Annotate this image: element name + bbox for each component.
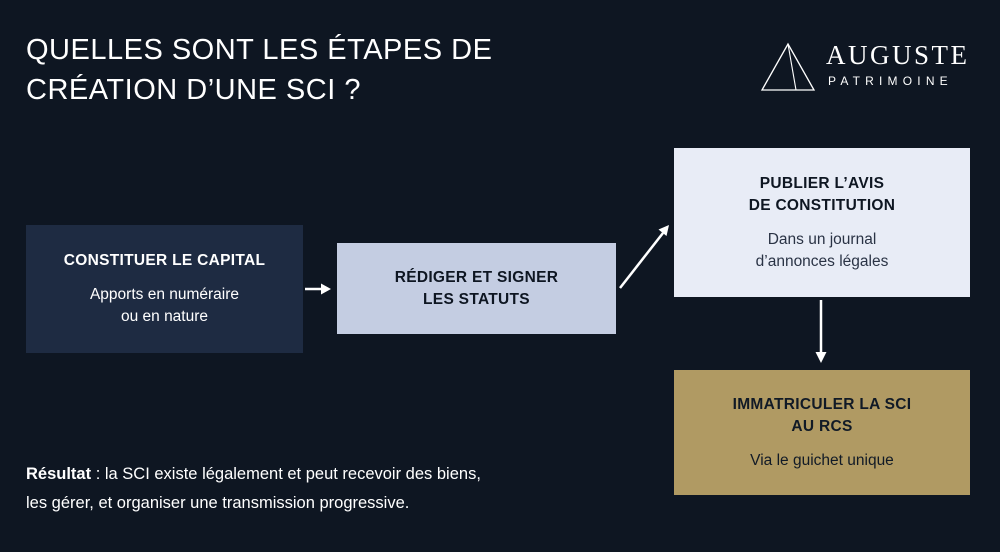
step-description: Apports en numéraire ou en nature — [90, 284, 239, 328]
step-heading-line: AU RCS — [791, 417, 853, 435]
step-heading-line: DE CONSTITUTION — [748, 196, 896, 214]
step-heading-line: RÉDIGER ET SIGNER — [394, 268, 559, 286]
result-text-line-2: les gérer, et organiser une transmission… — [26, 494, 410, 512]
step-description-line: Dans un journal — [767, 230, 877, 248]
step-immatriculer-sci: IMMATRICULER LA SCI AU RCS Via le guiche… — [674, 370, 970, 495]
result-text-line-1: : la SCI existe légalement et peut recev… — [91, 465, 481, 483]
page-title: QUELLES SONT LES ÉTAPES DE CRÉATION D’UN… — [26, 30, 492, 110]
step-heading-line: CONSTITUER LE CAPITAL — [63, 252, 266, 269]
step-heading: PUBLIER L’AVIS DE CONSTITUTION — [749, 173, 896, 217]
step-description-line: ou en nature — [120, 308, 209, 325]
result-text: Résultat : la SCI existe légalement et p… — [26, 460, 646, 518]
arrow-down-icon — [815, 300, 827, 363]
arrow-diagonal-icon — [619, 225, 669, 289]
step-rediger-statuts: RÉDIGER ET SIGNER LES STATUTS — [337, 243, 616, 334]
step-description-line: Apports en numéraire — [89, 286, 240, 303]
step-heading-line: LES STATUTS — [423, 290, 530, 308]
result-line-1: Résultat : la SCI existe légalement et p… — [26, 460, 646, 489]
step-description: Via le guichet unique — [750, 450, 894, 472]
logo-brand: AUGUSTE — [826, 40, 970, 70]
step-heading-line: PUBLIER L’AVIS — [759, 174, 885, 192]
step-heading: CONSTITUER LE CAPITAL — [64, 250, 265, 272]
step-heading: RÉDIGER ET SIGNER LES STATUTS — [395, 267, 559, 311]
step-constituer-capital: CONSTITUER LE CAPITAL Apports en numérai… — [26, 225, 303, 353]
step-heading: IMMATRICULER LA SCI AU RCS — [733, 394, 912, 438]
step-description-line: d’annonces légales — [755, 252, 889, 270]
logo-subtitle: PATRIMOINE — [828, 74, 953, 88]
triangle-logo-icon — [760, 42, 816, 91]
page-title-line-1: QUELLES SONT LES ÉTAPES DE — [26, 34, 493, 66]
step-description-line: Via le guichet unique — [750, 451, 894, 469]
page-title-line-2: CRÉATION D’UNE SCI ? — [26, 74, 361, 106]
arrow-right-icon — [305, 283, 331, 295]
step-publier-avis: PUBLIER L’AVIS DE CONSTITUTION Dans un j… — [674, 148, 970, 297]
logo: AUGUSTE PATRIMOINE — [760, 40, 975, 96]
step-heading-line: IMMATRICULER LA SCI — [732, 395, 912, 413]
result-label: Résultat — [26, 465, 92, 483]
step-description: Dans un journal d’annonces légales — [756, 229, 889, 273]
